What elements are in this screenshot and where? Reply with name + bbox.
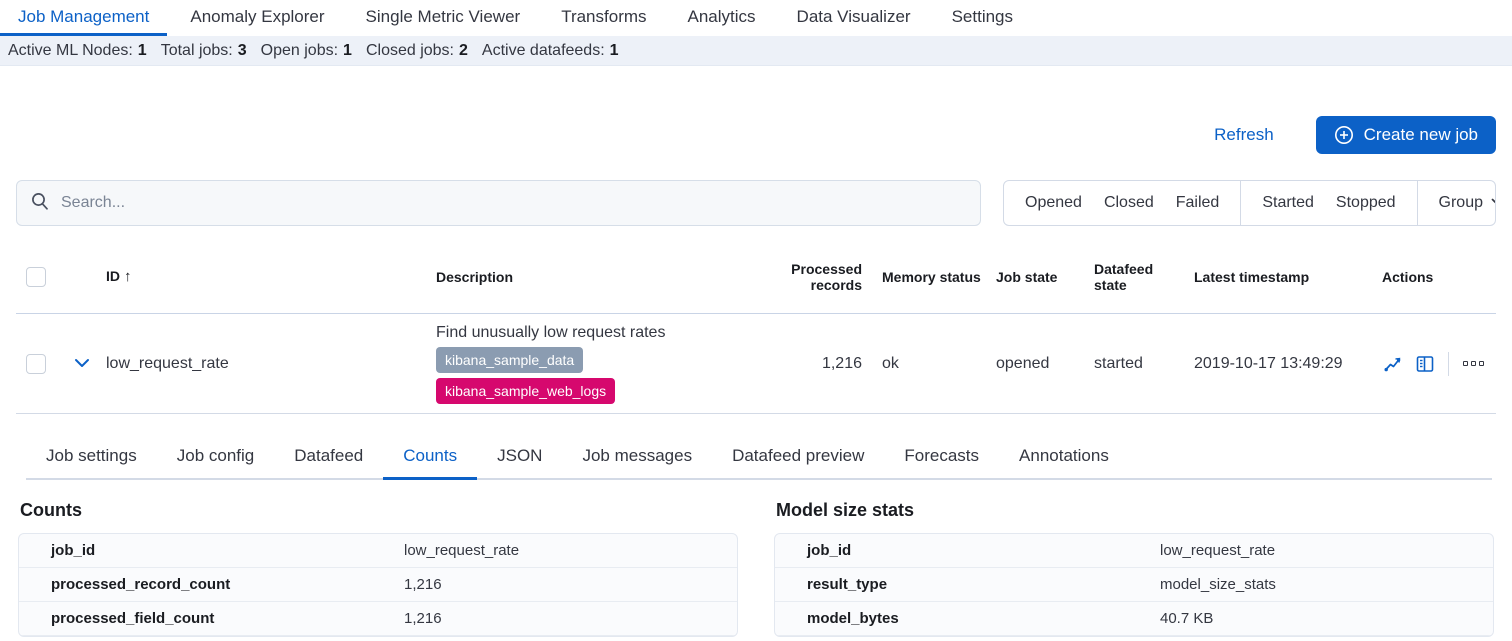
stat-open-jobs: Open jobs:1 xyxy=(260,41,352,59)
model-size-stats-title: Model size stats xyxy=(776,500,915,520)
ml-stats-bar: Active ML Nodes:1 Total jobs:3 Open jobs… xyxy=(0,36,1512,66)
filter-stopped-button[interactable]: Stopped xyxy=(1325,194,1407,212)
counts-panel-title: Counts xyxy=(20,500,82,520)
tab-datafeed-preview[interactable]: Datafeed preview xyxy=(732,446,865,465)
group-filter-dropdown[interactable]: Group xyxy=(1428,194,1495,212)
list-item: processed_field_count 1,216 xyxy=(19,602,737,636)
create-new-job-button[interactable]: Create new job xyxy=(1315,116,1496,154)
tab-job-config[interactable]: Job config xyxy=(176,446,255,465)
processed-records-cell: 1,216 xyxy=(821,354,862,372)
job-description-text: Find unusually low request rates xyxy=(436,323,666,341)
jobs-table-header: ID↑ Description Processed records Memory… xyxy=(16,240,1496,314)
refresh-button[interactable]: Refresh xyxy=(1214,125,1274,144)
list-item: result_type model_size_stats xyxy=(775,568,1493,602)
datafeed-state-filter-segment: Started Stopped xyxy=(1240,181,1416,225)
table-row: low_request_rate Find unusually low requ… xyxy=(16,314,1496,414)
filter-opened-button[interactable]: Opened xyxy=(1014,194,1093,212)
tab-job-messages[interactable]: Job messages xyxy=(582,446,693,465)
nav-tab-single-metric-viewer[interactable]: Single Metric Viewer xyxy=(365,6,521,26)
expander-header-spacer xyxy=(60,271,106,283)
single-metric-viewer-chart-icon[interactable] xyxy=(1384,355,1402,373)
latest-timestamp-cell: 2019-10-17 13:49:29 xyxy=(1194,354,1343,372)
list-item: job_id low_request_rate xyxy=(19,534,737,568)
column-header-description: Description xyxy=(436,268,514,285)
jobs-table: ID↑ Description Processed records Memory… xyxy=(16,240,1496,414)
memory-status-cell: ok xyxy=(882,354,899,372)
tab-json[interactable]: JSON xyxy=(497,446,543,465)
chevron-down-icon xyxy=(74,355,90,373)
column-header-id[interactable]: ID↑ xyxy=(106,268,132,285)
select-row-checkbox[interactable] xyxy=(26,353,46,374)
row-expander-button[interactable] xyxy=(60,355,106,373)
chevron-down-icon xyxy=(1491,194,1495,212)
column-header-actions: Actions xyxy=(1382,268,1434,285)
nav-tab-data-visualizer[interactable]: Data Visualizer xyxy=(796,6,911,26)
stat-closed-jobs: Closed jobs:2 xyxy=(365,41,468,59)
column-header-job-state: Job state xyxy=(996,268,1058,285)
job-state-filter-segment: Opened Closed Failed xyxy=(1004,181,1240,225)
counts-tab-content: Counts job_id low_request_rate processed… xyxy=(0,480,1512,637)
tab-forecasts[interactable]: Forecasts xyxy=(904,446,980,465)
actions-divider xyxy=(1448,351,1449,376)
anomaly-explorer-panel-icon[interactable] xyxy=(1416,355,1434,373)
list-item: processed_record_count 1,216 xyxy=(19,568,737,602)
job-description-cell: Find unusually low request rates kibana_… xyxy=(436,316,752,412)
model-size-stats-panel: job_id low_request_rate result_type mode… xyxy=(774,533,1494,637)
main-navigation: Job Management Anomaly Explorer Single M… xyxy=(0,0,1512,36)
stat-active-ml-nodes: Active ML Nodes:1 xyxy=(8,41,147,59)
group-badge[interactable]: kibana_sample_data xyxy=(436,346,584,373)
sort-ascending-icon: ↑ xyxy=(124,268,132,285)
nav-tab-analytics[interactable]: Analytics xyxy=(687,6,756,26)
filter-closed-button[interactable]: Closed xyxy=(1093,194,1165,212)
group-badge[interactable]: kibana_sample_web_logs xyxy=(436,377,616,404)
job-state-cell: opened xyxy=(996,354,1050,372)
search-and-filters: Opened Closed Failed Started Stopped Gro… xyxy=(16,180,1496,226)
list-item: job_id low_request_rate xyxy=(775,534,1493,568)
search-icon xyxy=(31,192,49,215)
job-detail-tabs: Job settings Job config Datafeed Counts … xyxy=(26,436,1492,480)
column-header-processed-records: Processed records xyxy=(791,260,862,293)
model-size-stats-column: Model size stats job_id low_request_rate… xyxy=(774,480,1494,637)
column-header-latest-timestamp: Latest timestamp xyxy=(1194,268,1310,285)
create-new-job-label: Create new job xyxy=(1363,125,1478,144)
nav-tab-settings[interactable]: Settings xyxy=(951,6,1014,26)
list-item: model_bytes 40.7 KB xyxy=(775,602,1493,636)
nav-tab-transforms[interactable]: Transforms xyxy=(561,6,647,26)
job-filter-group: Opened Closed Failed Started Stopped Gro… xyxy=(1003,180,1496,226)
row-actions-cell xyxy=(1372,351,1496,376)
column-header-memory-status: Memory status xyxy=(882,268,981,285)
column-header-datafeed-state: Datafeed state xyxy=(1094,260,1154,293)
tab-counts[interactable]: Counts xyxy=(383,436,478,480)
nav-tab-anomaly-explorer[interactable]: Anomaly Explorer xyxy=(190,6,325,26)
filter-failed-button[interactable]: Failed xyxy=(1165,194,1231,212)
stat-active-datafeeds: Active datafeeds:1 xyxy=(481,41,619,59)
job-id-cell: low_request_rate xyxy=(106,354,229,372)
row-actions-menu-icon[interactable] xyxy=(1463,361,1484,366)
datafeed-state-cell: started xyxy=(1094,354,1143,372)
tab-datafeed[interactable]: Datafeed xyxy=(294,446,364,465)
stat-total-jobs: Total jobs:3 xyxy=(160,41,247,59)
filter-started-button[interactable]: Started xyxy=(1251,194,1325,212)
jobs-toolbar: Refresh Create new job xyxy=(16,116,1496,154)
job-search-box xyxy=(16,180,981,226)
tab-annotations[interactable]: Annotations xyxy=(1019,446,1109,465)
counts-panel: job_id low_request_rate processed_record… xyxy=(18,533,738,637)
search-input[interactable] xyxy=(61,194,966,212)
select-all-checkbox[interactable] xyxy=(26,266,46,287)
nav-tab-job-management[interactable]: Job Management xyxy=(0,0,168,36)
counts-panel-column: Counts job_id low_request_rate processed… xyxy=(18,480,738,637)
tab-job-settings[interactable]: Job settings xyxy=(46,446,137,465)
circled-plus-icon xyxy=(1334,125,1354,145)
group-filter-segment: Group xyxy=(1416,181,1495,225)
